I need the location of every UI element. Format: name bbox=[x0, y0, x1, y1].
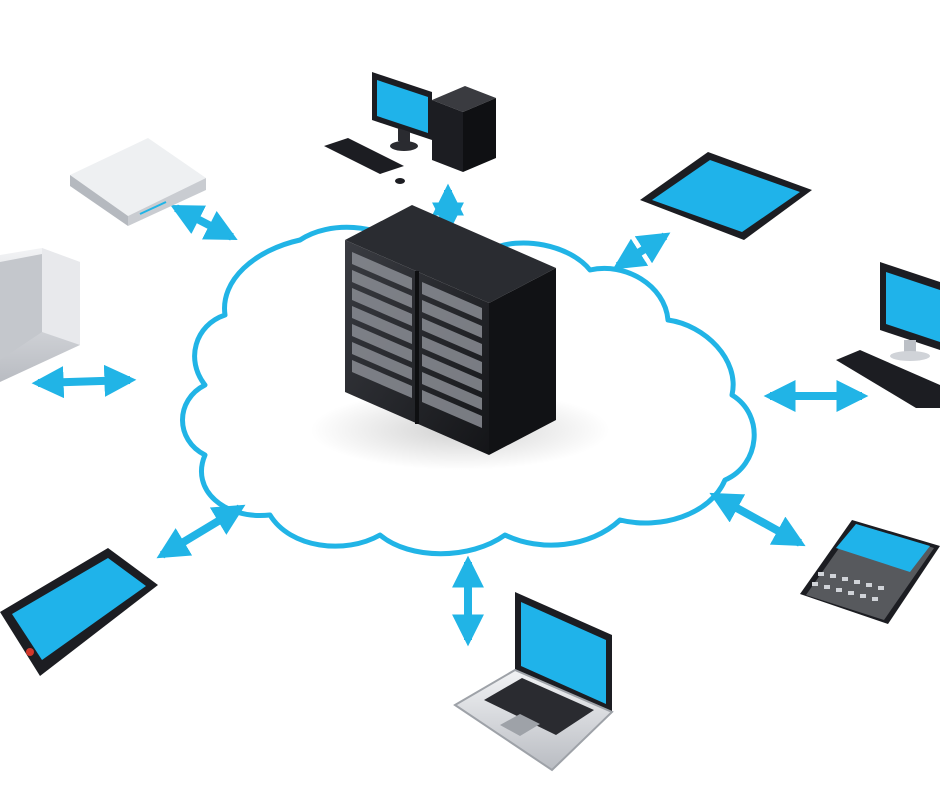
storage-tower-icon bbox=[0, 248, 80, 382]
double-arrow-icon bbox=[31, 364, 137, 399]
desktop-computer-icon bbox=[324, 72, 496, 184]
double-arrow-icon bbox=[170, 204, 238, 241]
double-arrow-icon bbox=[156, 504, 246, 559]
double-arrow-icon bbox=[612, 232, 671, 270]
smartphone-keyboard-icon bbox=[800, 520, 940, 624]
connectors bbox=[31, 183, 869, 647]
double-arrow-icon bbox=[709, 492, 806, 547]
network-appliance-icon bbox=[70, 138, 206, 226]
desktop-monitor-icon bbox=[836, 262, 940, 408]
laptop-icon bbox=[453, 592, 614, 772]
smartphone-icon bbox=[0, 548, 158, 676]
tablet-icon bbox=[640, 152, 812, 240]
server-rack-icon bbox=[310, 205, 610, 470]
